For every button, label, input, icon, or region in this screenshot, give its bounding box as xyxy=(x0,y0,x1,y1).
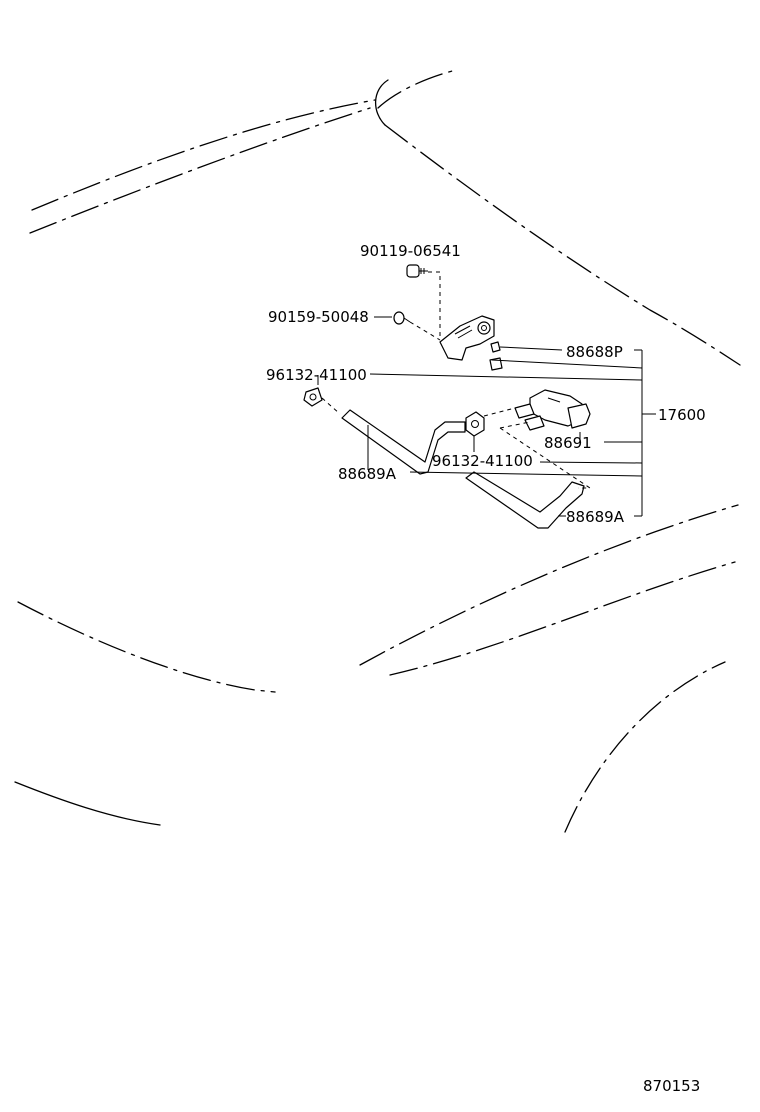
bumper-line-upper xyxy=(17,601,276,693)
label-clip-mid: 96132-41100 xyxy=(432,452,533,470)
bracket-part xyxy=(439,315,503,371)
vsv-part xyxy=(514,389,591,431)
label-assembly: 17600 xyxy=(658,406,706,424)
hose-right-part xyxy=(465,471,585,529)
fender-line-1 xyxy=(359,504,739,666)
leader-lines xyxy=(317,271,656,517)
bumper-line-lower xyxy=(14,781,161,826)
hood-corner-line xyxy=(377,69,457,109)
wheel-arch xyxy=(564,661,726,833)
hood-edge-upper xyxy=(31,99,376,211)
figure-code: 870153 xyxy=(643,1077,700,1095)
label-hose-left: 88689A xyxy=(338,465,397,483)
label-valve: 88691 xyxy=(544,434,592,452)
label-hose-right: 88689A xyxy=(566,508,625,526)
hood-edge-lower xyxy=(29,107,371,234)
clip-top-part xyxy=(303,387,323,407)
vehicle-outline xyxy=(14,69,741,833)
label-bracket: 88688P xyxy=(566,343,623,361)
clip-mid-part xyxy=(465,411,485,437)
hood-corner-curve xyxy=(374,79,389,126)
fender-line-2 xyxy=(389,561,736,676)
label-clip-top: 96132-41100 xyxy=(266,366,367,384)
bolt-90159-part xyxy=(393,311,411,325)
label-bolt-90159: 90159-50048 xyxy=(268,308,369,326)
label-bolt-90119: 90119-06541 xyxy=(360,242,461,260)
bolt-90119-part xyxy=(406,264,428,278)
windshield-edge xyxy=(384,124,741,366)
